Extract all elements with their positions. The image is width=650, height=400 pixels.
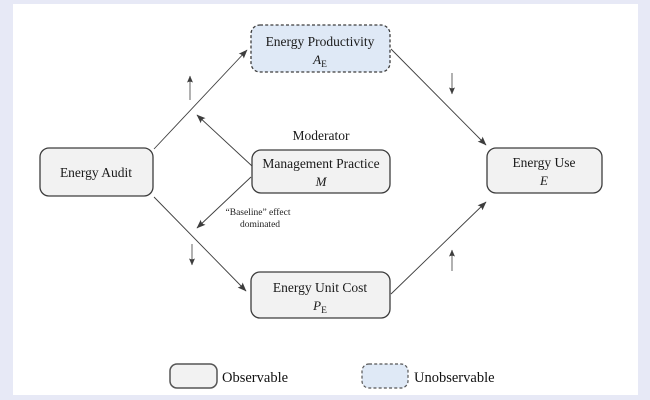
energy-productivity-box — [250, 24, 391, 73]
edge-unit-cost-to-use — [390, 201, 487, 295]
node-energy-audit: Energy Audit — [39, 147, 154, 197]
baseline-effect-note-line1: “Baseline” effect — [226, 207, 291, 218]
legend-unobservable-label: Unobservable — [414, 370, 495, 386]
legend-observable-swatch — [169, 363, 218, 389]
energy-unit-cost-label: Energy Unit Cost — [273, 280, 367, 295]
legend-observable-label: Observable — [222, 370, 288, 386]
node-energy-productivity: Energy Productivity AE — [250, 24, 391, 73]
edge-moderator-to-upper-path — [196, 114, 253, 167]
management-practice-symbol: M — [315, 174, 328, 189]
management-practice-box — [251, 149, 391, 194]
energy-productivity-label: Energy Productivity — [266, 34, 375, 49]
node-energy-unit-cost: Energy Unit Cost PE — [250, 271, 391, 319]
node-management-practice: Management Practice M — [251, 149, 391, 194]
edge-audit-to-unit-cost — [153, 196, 247, 292]
management-practice-label: Management Practice — [262, 156, 379, 171]
node-energy-use: Energy Use E — [486, 147, 603, 194]
energy-use-box — [486, 147, 603, 194]
baseline-effect-note-line2: dominated — [240, 220, 280, 230]
edge-audit-to-productivity — [153, 49, 248, 150]
energy-unit-cost-box — [250, 271, 391, 319]
legend: Observable Unobservable — [169, 363, 495, 389]
energy-audit-box — [39, 147, 154, 197]
moderator-title: Moderator — [293, 128, 350, 143]
legend-unobservable-swatch — [361, 363, 409, 389]
energy-use-symbol: E — [539, 173, 548, 188]
energy-unit-cost-symbol: PE — [312, 298, 327, 316]
energy-productivity-symbol: AE — [312, 52, 327, 70]
energy-use-label: Energy Use — [512, 155, 575, 170]
edge-moderator-to-lower-path — [196, 176, 252, 229]
energy-audit-label: Energy Audit — [60, 165, 132, 180]
edge-productivity-to-use — [390, 48, 487, 146]
